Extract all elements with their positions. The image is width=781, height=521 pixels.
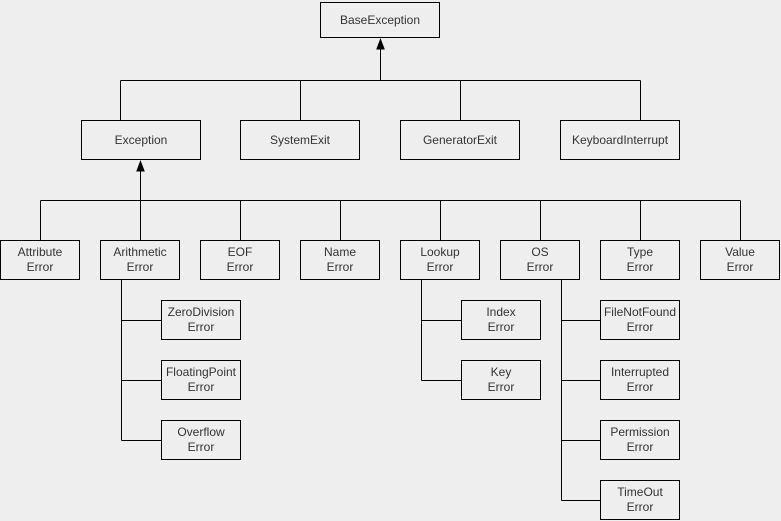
- node-label: Exception: [114, 132, 168, 147]
- node-label-line2: Error: [626, 380, 654, 394]
- node-value-error[interactable]: Value Error: [700, 240, 780, 280]
- node-generator-exit[interactable]: GeneratorExit: [400, 120, 520, 160]
- node-key-error[interactable]: Key Error: [461, 360, 541, 400]
- node-label-line1: ZeroDivision: [167, 305, 235, 319]
- node-label-line2: Error: [426, 260, 454, 274]
- node-label-line1: TimeOut: [617, 485, 663, 499]
- node-eof-error[interactable]: EOF Error: [200, 240, 280, 280]
- node-label-line2: Error: [626, 260, 654, 274]
- node-label-line2: Error: [187, 380, 215, 394]
- node-label-line2: Error: [187, 440, 215, 454]
- node-exception[interactable]: Exception: [81, 120, 201, 160]
- node-label-line2: Error: [187, 320, 215, 334]
- node-label-line1: Lookup: [420, 245, 460, 259]
- arrowhead-to-exception: [136, 160, 145, 172]
- node-lookup-error[interactable]: Lookup Error: [400, 240, 480, 280]
- edge-exception-bus: [40, 171, 741, 240]
- edge-lookup-subtree: [421, 280, 461, 381]
- node-label: BaseException: [339, 12, 421, 27]
- node-interrupted-error[interactable]: Interrupted Error: [600, 360, 680, 400]
- node-label-line1: Name: [323, 245, 356, 259]
- node-label: GeneratorExit: [422, 132, 498, 147]
- node-label-line1: Permission: [610, 425, 670, 439]
- node-label-line1: Overflow: [177, 425, 225, 439]
- node-label-line2: Error: [326, 260, 354, 274]
- node-label-line2: Error: [487, 320, 515, 334]
- node-keyboard-interrupt[interactable]: KeyboardInterrupt: [560, 120, 680, 160]
- node-label-line2: Error: [726, 260, 754, 274]
- node-label-line1: FileNotFound: [603, 305, 677, 319]
- node-base-exception[interactable]: BaseException: [320, 2, 440, 38]
- node-label-line1: Key: [490, 365, 512, 379]
- node-os-error[interactable]: OS Error: [500, 240, 580, 280]
- node-label-line1: Index: [486, 305, 516, 319]
- node-label-line2: Error: [626, 500, 654, 514]
- node-label-line1: Interrupted: [610, 365, 670, 379]
- node-type-error[interactable]: Type Error: [600, 240, 680, 280]
- edge-arithmetic-subtree: [121, 280, 161, 441]
- node-index-error[interactable]: Index Error: [461, 300, 541, 340]
- node-label-line1: OS: [531, 245, 549, 259]
- node-floating-point-error[interactable]: FloatingPoint Error: [161, 360, 241, 400]
- node-label-line1: FloatingPoint: [165, 365, 237, 379]
- node-label-line2: Error: [26, 260, 54, 274]
- node-label: KeyboardInterrupt: [571, 132, 669, 147]
- node-label-line2: Error: [487, 380, 515, 394]
- node-timeout-error[interactable]: TimeOut Error: [600, 480, 680, 520]
- arrowhead-to-base-exception: [376, 38, 385, 50]
- node-attribute-error[interactable]: Attribute Error: [0, 240, 80, 280]
- node-label-line2: Error: [526, 260, 554, 274]
- edge-base-exception-bus: [120, 49, 641, 120]
- node-label-line2: Error: [626, 440, 654, 454]
- node-label-line1: Arithmetic: [113, 245, 167, 259]
- node-label-line1: EOF: [227, 245, 253, 259]
- node-file-not-found-error[interactable]: FileNotFound Error: [600, 300, 680, 340]
- node-label-line2: Error: [626, 320, 654, 334]
- node-label-line1: Value: [725, 245, 755, 259]
- node-permission-error[interactable]: Permission Error: [600, 420, 680, 460]
- node-label-line1: Attribute: [17, 245, 63, 259]
- node-label-line2: Error: [126, 260, 154, 274]
- edge-os-subtree: [561, 280, 600, 501]
- node-label-line2: Error: [226, 260, 254, 274]
- node-label-line1: Type: [626, 245, 653, 259]
- node-arithmetic-error[interactable]: Arithmetic Error: [100, 240, 180, 280]
- node-label: SystemExit: [269, 132, 330, 147]
- node-name-error[interactable]: Name Error: [300, 240, 380, 280]
- node-system-exit[interactable]: SystemExit: [240, 120, 360, 160]
- node-overflow-error[interactable]: Overflow Error: [161, 420, 241, 460]
- node-zero-division-error[interactable]: ZeroDivision Error: [161, 300, 241, 340]
